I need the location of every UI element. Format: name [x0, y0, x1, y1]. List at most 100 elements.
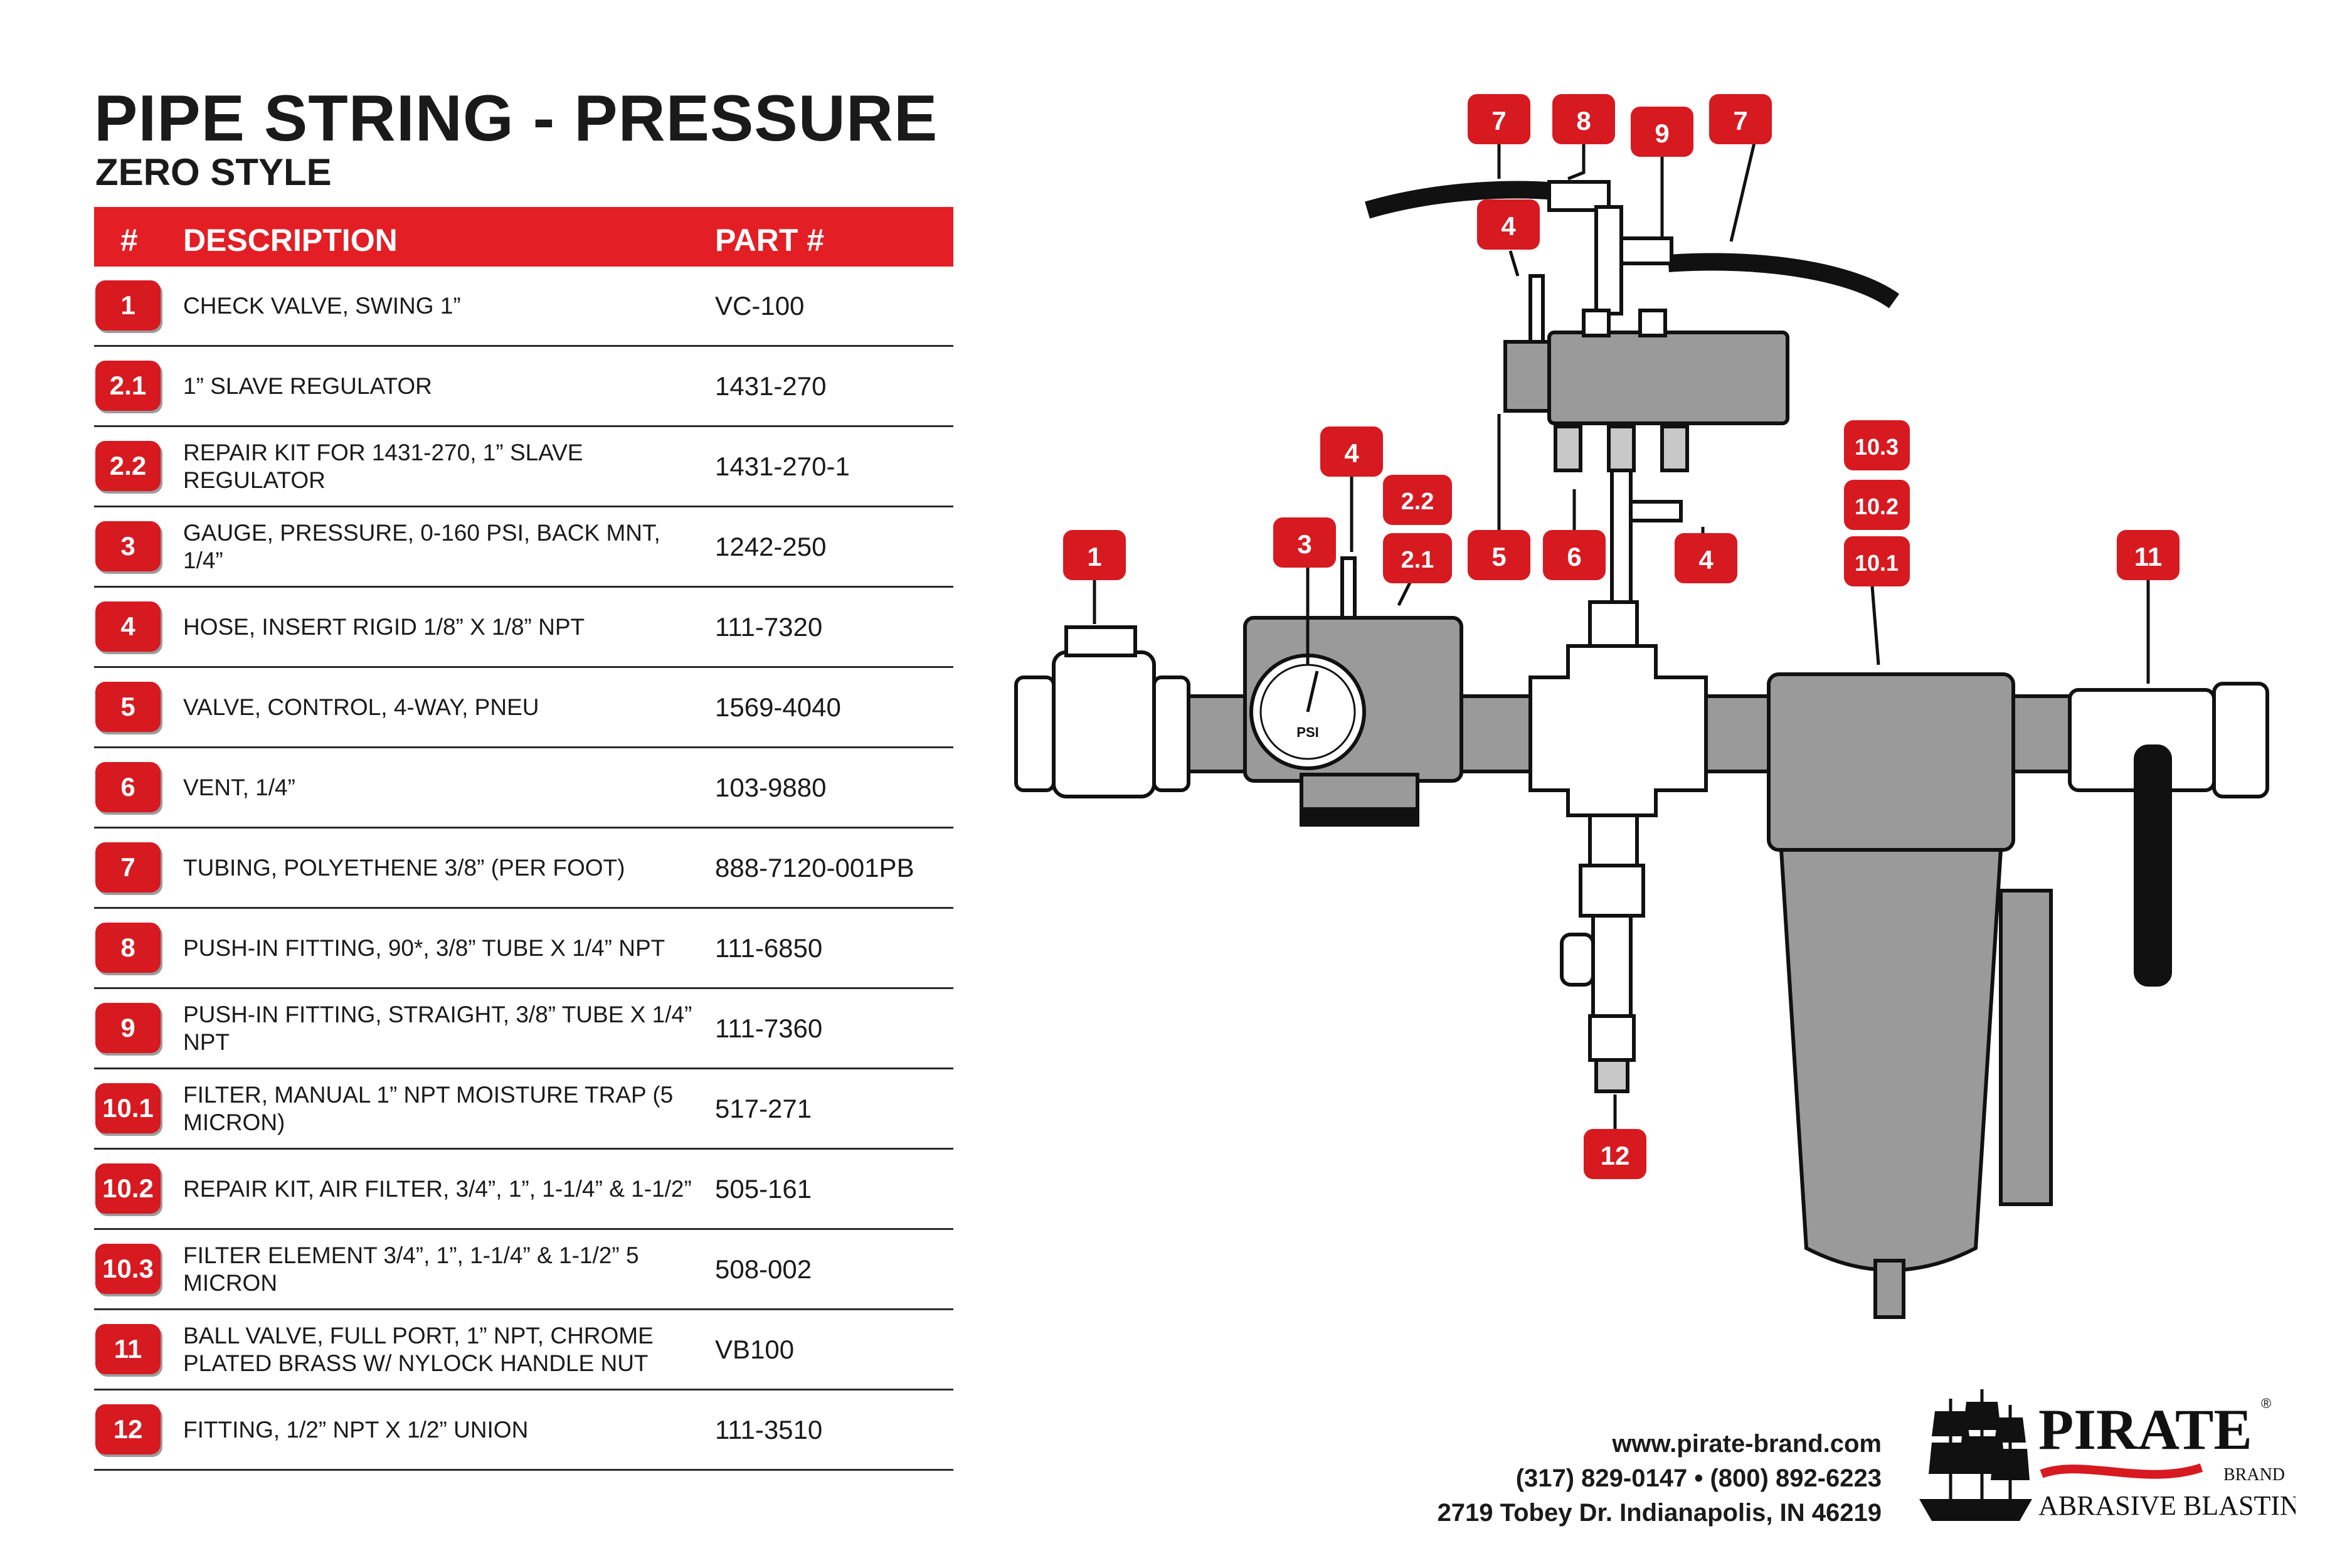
tubing-right: [1668, 253, 1900, 309]
item-part-number: VB100: [715, 1334, 795, 1364]
item-part-number: 111-3510: [715, 1414, 823, 1444]
control-valve-5: [1547, 331, 1789, 425]
svg-text:3: 3: [1297, 529, 1311, 559]
table-row: 11 BALL VALVE, FULL PORT, 1” NPT, CHROME …: [94, 1310, 953, 1391]
callout-10.1: 10.1: [1844, 536, 1910, 586]
table-row: 3 GAUGE, PRESSURE, 0-160 PSI, BACK MNT, 1…: [94, 507, 953, 588]
svg-text:5: 5: [1491, 542, 1506, 571]
svg-text:8: 8: [1576, 106, 1591, 135]
hose-insert-4b: [1340, 556, 1357, 620]
item-part-number: 103-9880: [715, 772, 827, 802]
callout-6: 6: [1543, 530, 1606, 580]
svg-text:12: 12: [1601, 1141, 1630, 1170]
item-part-number: 1569-4040: [715, 692, 841, 722]
callout-1: 1: [1063, 530, 1126, 580]
item-description: FILTER ELEMENT 3/4”, 1”, 1-1/4” & 1-1/2”…: [183, 1242, 639, 1296]
svg-text:7: 7: [1491, 106, 1506, 135]
item-description: 1” SLAVE REGULATOR: [183, 373, 432, 399]
item-part-number: VC-100: [715, 290, 805, 320]
item-description: TUBING, POLYETHENE 3/8” (PER FOOT): [183, 854, 625, 881]
callout-10.3: 10.3: [1844, 420, 1910, 470]
item-description: FITTING, 1/2” NPT x 1/2” UNION: [183, 1416, 529, 1443]
item-part-number: 111-7320: [715, 612, 823, 642]
svg-text:7: 7: [1733, 106, 1747, 135]
item-number-badge: 11: [95, 1324, 161, 1374]
item-description: HOSE, INSERT RIGID 1/8” x 1/8” NPT: [183, 613, 585, 640]
item-description: PUSH-IN FITTING, 90*, 3/8” TUBE x 1/4” N…: [183, 935, 665, 961]
item-part-number: 508-002: [715, 1254, 812, 1284]
filter-10.1: [1767, 672, 2015, 852]
callout-4-valve: 4: [1477, 199, 1540, 250]
item-number-badge: 6: [95, 762, 161, 812]
item-description: FILTER, MANUAL 1” NPT MOISTURE TRAP (5 M…: [183, 1081, 674, 1135]
svg-text:6: 6: [1567, 542, 1581, 571]
item-description: GAUGE, PRESSURE, 0-160 PSI, BACK MNT, 1/…: [183, 519, 660, 573]
item-number-badge: 3: [95, 521, 161, 571]
gauge-psi-label: PSI: [1296, 724, 1318, 740]
logo-tagline: ABRASIVE BLASTING: [2038, 1490, 2296, 1521]
vent-6a: [1554, 425, 1582, 472]
table-row: 5 VALVE, CONTROL, 4-WAY, PNEU 1569-4040: [94, 668, 953, 748]
logo-registered: ®: [2261, 1396, 2271, 1411]
callout-4-regulator: 4: [1320, 426, 1383, 477]
check-valve-1: [1014, 675, 1056, 792]
item-description: BALL VALVE, FULL PORT, 1” NPT, CHROME PL…: [183, 1322, 654, 1376]
callout-8: 8: [1552, 94, 1615, 144]
table-row: 4 HOSE, INSERT RIGID 1/8” x 1/8” NPT 111-7…: [94, 588, 953, 668]
callout-2.1: 2.1: [1383, 533, 1452, 583]
logo-brand: BRAND: [2223, 1465, 2285, 1485]
col-header-part: PART #: [715, 223, 825, 258]
tubing-left: [1365, 181, 1557, 219]
callout-7-right: 7: [1709, 94, 1772, 144]
callout-12: 12: [1584, 1129, 1646, 1179]
item-part-number: 517-271: [715, 1093, 812, 1123]
item-number-badge: 10.3: [95, 1244, 161, 1294]
contact-website: www.pirate-brand.com: [1612, 1430, 1882, 1458]
callout-11: 11: [2117, 530, 2180, 580]
item-number-badge: 2.1: [95, 361, 161, 411]
cross-fitting: [1528, 644, 1708, 817]
item-part-number: 888-7120-001PB: [715, 852, 914, 882]
svg-text:1: 1: [1087, 542, 1101, 571]
hose-insert-4c: [1629, 500, 1683, 522]
item-part-number: 111-6850: [715, 933, 823, 963]
svg-text:10.3: 10.3: [1855, 434, 1899, 460]
item-number-badge: 9: [95, 1003, 161, 1053]
item-part-number: 111-7360: [715, 1013, 823, 1043]
item-number-badge: 8: [95, 923, 161, 973]
svg-text:2.2: 2.2: [1401, 489, 1434, 515]
contact-address: 2719 Tobey Dr. Indianapolis, IN 46219: [1437, 1499, 1882, 1527]
pirate-ship-icon: [1919, 1389, 2032, 1521]
hose-insert-4a: [1528, 274, 1545, 344]
item-number-badge: 1: [95, 280, 161, 331]
item-part-number: 1242-250: [715, 531, 827, 561]
item-description: VALVE, CONTROL, 4-WAY, PNEU: [183, 694, 539, 720]
item-number-badge: 5: [95, 682, 161, 732]
svg-text:10.1: 10.1: [1855, 550, 1899, 576]
svg-text:9: 9: [1655, 119, 1669, 148]
item-part-number: 1431-270-1: [715, 451, 850, 481]
col-header-description: DESCRIPTION: [183, 223, 398, 258]
item-number-badge: 12: [95, 1404, 161, 1454]
item-description: PUSH-IN FITTING, STRAIGHT, 3/8” TUBE x 1…: [183, 1001, 692, 1055]
callout-10.2: 10.2: [1844, 480, 1910, 530]
item-number-badge: 2.2: [95, 441, 161, 491]
svg-text:4: 4: [1344, 438, 1359, 468]
svg-text:4: 4: [1698, 545, 1714, 575]
svg-text:10.2: 10.2: [1855, 494, 1899, 519]
callout-9: 9: [1631, 107, 1693, 157]
union-12: [1579, 864, 1645, 918]
svg-text:11: 11: [2134, 542, 2162, 571]
svg-text:2.1: 2.1: [1401, 547, 1434, 573]
item-number-badge: 7: [95, 842, 161, 893]
item-number-badge: 4: [95, 601, 161, 652]
table-row: 12 FITTING, 1/2” NPT x 1/2” UNION 111-3510: [94, 1391, 953, 1471]
callout-4-vent: 4: [1675, 533, 1737, 583]
